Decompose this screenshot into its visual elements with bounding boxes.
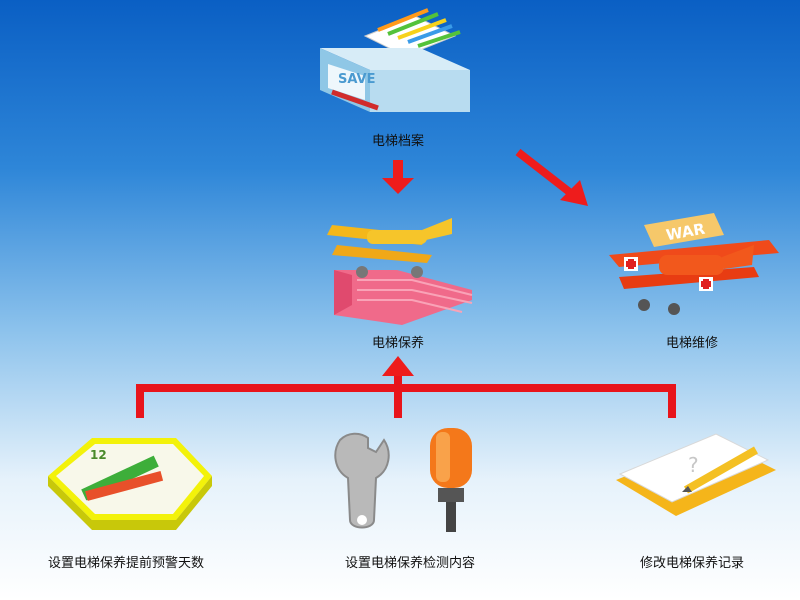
archive-box-icon <box>320 8 470 112</box>
war-biplane-icon <box>609 213 779 315</box>
svg-text:?: ? <box>688 453 699 477</box>
bracket-connector <box>136 372 676 418</box>
notepad-pencil-icon: ? <box>616 433 776 516</box>
warning-days-label: 设置电梯保养提前预警天数 <box>47 556 205 571</box>
arrow-archive-to-maintenance <box>382 160 414 194</box>
pencils-clock-icon <box>48 438 212 530</box>
biplane-on-steps-icon <box>327 218 473 325</box>
maintenance-node[interactable] <box>322 200 477 325</box>
archive-badge: SAVE <box>338 72 376 87</box>
repair-label: 电梯维修 <box>665 336 719 351</box>
wrench-screwdriver-icon <box>334 428 472 532</box>
arrow-to-maintenance <box>382 356 414 376</box>
arrow-archive-to-repair <box>515 148 588 206</box>
maintenance-label: 电梯保养 <box>371 336 425 351</box>
warning-days-node[interactable]: 12 <box>40 430 220 535</box>
edit-records-node[interactable]: ? <box>606 430 786 530</box>
warning-days-badge: 12 <box>90 448 107 462</box>
repair-node[interactable]: WAR <box>604 205 784 320</box>
archive-label: 电梯档案 <box>371 134 425 149</box>
check-content-node[interactable] <box>320 420 500 545</box>
archive-node[interactable]: SAVE <box>310 8 490 133</box>
edit-records-label: 修改电梯保养记录 <box>639 556 745 571</box>
check-content-label: 设置电梯保养检测内容 <box>344 556 476 571</box>
